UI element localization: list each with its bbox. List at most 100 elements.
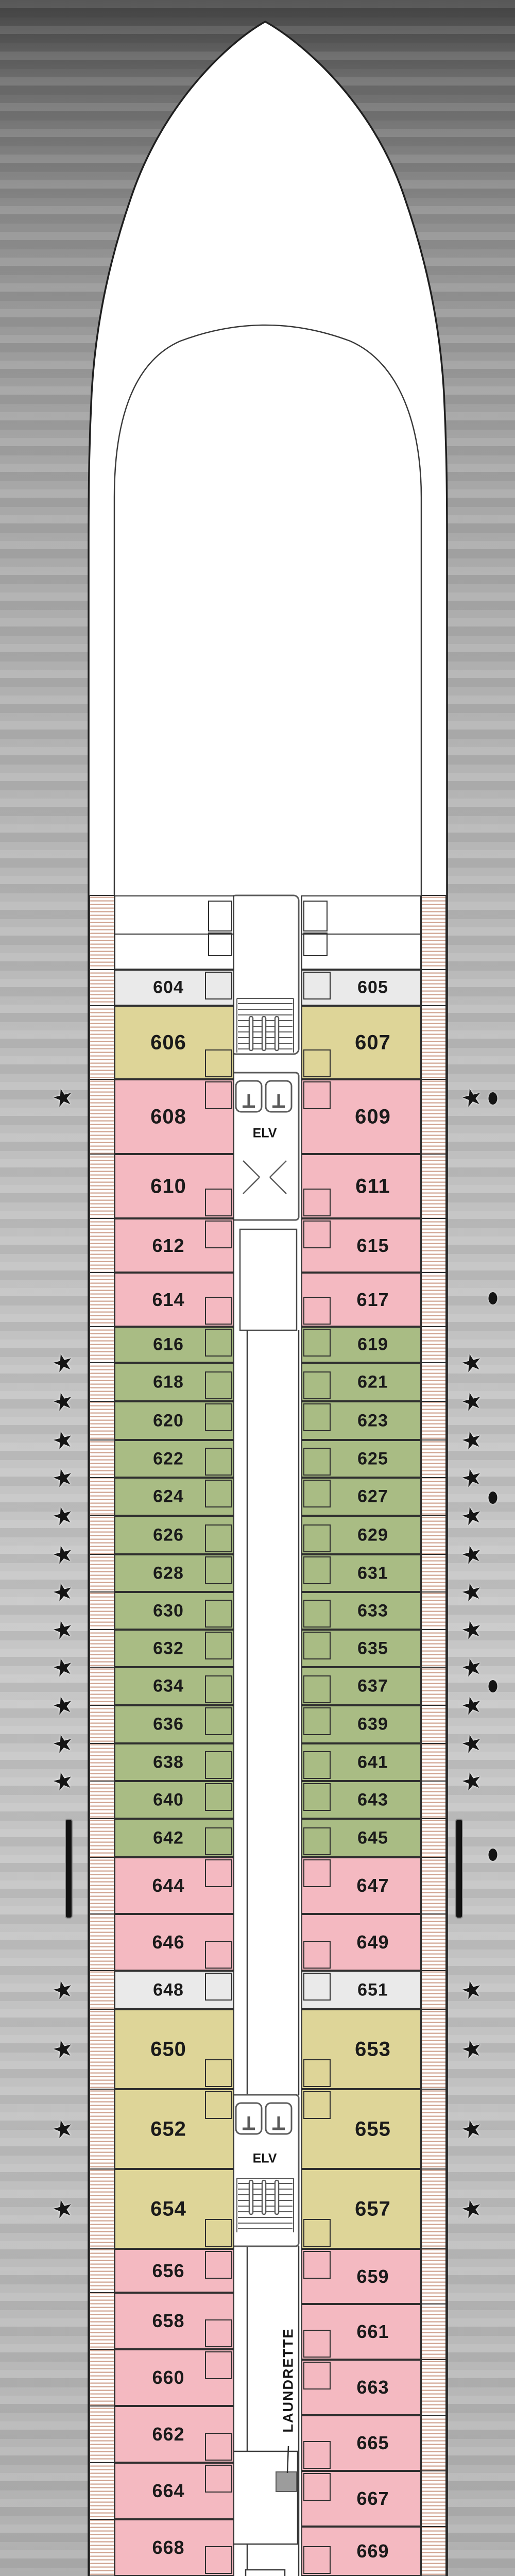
forward-room-starboard bbox=[301, 895, 421, 970]
dot-marker-icon bbox=[488, 1092, 497, 1105]
dot-marker-icon bbox=[488, 1492, 497, 1504]
dot-marker-icon bbox=[488, 1292, 497, 1304]
cabin-number: 627 bbox=[357, 1486, 388, 1506]
cabin-665: 665 bbox=[301, 2415, 421, 2471]
cabin-655: 655 bbox=[301, 2089, 421, 2169]
cabin-609: 609 bbox=[301, 1079, 421, 1154]
cabin-number: 608 bbox=[150, 1105, 186, 1128]
cabin-number: 643 bbox=[357, 1790, 388, 1809]
cabin-vestibule bbox=[205, 1827, 232, 1855]
cabin-vestibule bbox=[303, 2362, 331, 2389]
cabin-636: 636 bbox=[114, 1705, 234, 1743]
cabin-vestibule bbox=[205, 1941, 232, 1969]
cabin-number: 662 bbox=[152, 2424, 185, 2445]
cabin-vestibule bbox=[303, 1600, 331, 1628]
cabin-number: 604 bbox=[153, 977, 184, 997]
cabin-vestibule bbox=[205, 2351, 232, 2379]
cabin-615: 615 bbox=[301, 1218, 421, 1273]
cabin-vestibule bbox=[205, 2465, 232, 2493]
cabin-vestibule bbox=[205, 1600, 232, 1628]
cabin-vestibule bbox=[303, 1448, 331, 1476]
dot-marker-icon bbox=[488, 1849, 497, 1861]
cabin-number: 631 bbox=[357, 1563, 388, 1583]
cabin-631: 631 bbox=[301, 1554, 421, 1592]
cabin-number: 622 bbox=[153, 1449, 184, 1468]
cabin-vestibule bbox=[303, 1973, 331, 2001]
cabin-vestibule bbox=[303, 2441, 331, 2469]
cabin-648: 648 bbox=[114, 1971, 234, 2009]
cabin-vestibule bbox=[205, 1556, 232, 1584]
cabin-number: 632 bbox=[153, 1638, 184, 1658]
cabin-vestibule bbox=[205, 1371, 232, 1399]
cabin-number: 659 bbox=[356, 2265, 389, 2287]
cabin-659: 659 bbox=[301, 2249, 421, 2304]
cabin-669: 669 bbox=[301, 2527, 421, 2576]
cabin-635: 635 bbox=[301, 1630, 421, 1667]
cabin-658: 658 bbox=[114, 2293, 234, 2349]
cabin-647: 647 bbox=[301, 1857, 421, 1914]
cabin-vestibule bbox=[303, 972, 331, 999]
cabin-vestibule bbox=[303, 2546, 331, 2574]
cabin-vestibule bbox=[303, 2219, 331, 2247]
bow-deck-outline bbox=[113, 324, 422, 896]
cabin-621: 621 bbox=[301, 1363, 421, 1401]
cabin-number: 634 bbox=[153, 1676, 184, 1696]
cabin-number: 647 bbox=[356, 1875, 389, 1896]
cabin-vestibule bbox=[205, 2546, 232, 2574]
cabin-614: 614 bbox=[114, 1273, 234, 1327]
cabin-number: 651 bbox=[357, 1980, 388, 1999]
cabin-643: 643 bbox=[301, 1781, 421, 1819]
cabin-number: 657 bbox=[355, 2197, 391, 2220]
cabin-vestibule bbox=[303, 1403, 331, 1431]
cabin-number: 607 bbox=[355, 1031, 391, 1054]
cabin-number: 633 bbox=[357, 1601, 388, 1620]
cabin-number: 624 bbox=[153, 1486, 184, 1506]
cabin-number: 626 bbox=[153, 1525, 184, 1545]
cabin-vestibule bbox=[205, 972, 232, 999]
lifeboat-bar bbox=[65, 1819, 73, 1919]
elevator-label-forward: ELV bbox=[252, 1126, 277, 1141]
cabin-vestibule bbox=[303, 1329, 331, 1357]
cabin-619: 619 bbox=[301, 1327, 421, 1363]
cabin-663: 663 bbox=[301, 2360, 421, 2415]
cabin-number: 618 bbox=[153, 1372, 184, 1392]
cabin-number: 640 bbox=[153, 1790, 184, 1809]
cabin-number: 616 bbox=[153, 1334, 184, 1354]
cabin-number: 619 bbox=[357, 1334, 388, 1354]
cabin-number: 629 bbox=[357, 1525, 388, 1545]
cabin-vestibule bbox=[205, 1675, 232, 1703]
cabin-number: 645 bbox=[357, 1828, 388, 1848]
cabin-653: 653 bbox=[301, 2009, 421, 2089]
cabin-vestibule bbox=[303, 1480, 331, 1507]
cabin-vestibule bbox=[205, 1524, 232, 1552]
cabin-number: 648 bbox=[153, 1980, 184, 1999]
cabin-number: 650 bbox=[150, 2038, 186, 2060]
cabin-662: 662 bbox=[114, 2406, 234, 2463]
cabin-number: 667 bbox=[356, 2488, 389, 2509]
cabin-number: 610 bbox=[150, 1175, 186, 1197]
cabin-622: 622 bbox=[114, 1440, 234, 1478]
cabin-vestibule bbox=[303, 2251, 331, 2279]
cabin-638: 638 bbox=[114, 1743, 234, 1781]
cabin-vestibule bbox=[303, 1827, 331, 1855]
lifeboat-bar bbox=[455, 1819, 463, 1919]
cabin-611: 611 bbox=[301, 1154, 421, 1218]
cabin-number: 654 bbox=[150, 2197, 186, 2220]
cabin-654: 654 bbox=[114, 2169, 234, 2249]
cabin-vestibule bbox=[303, 1675, 331, 1703]
cabin-vestibule bbox=[205, 2433, 232, 2461]
cabin-vestibule bbox=[205, 1403, 232, 1431]
cabin-629: 629 bbox=[301, 1516, 421, 1554]
cabin-vestibule bbox=[205, 1707, 232, 1735]
cabin-vestibule bbox=[303, 1221, 331, 1248]
cabin-number: 669 bbox=[356, 2540, 389, 2562]
cabin-642: 642 bbox=[114, 1819, 234, 1857]
cabin-number: 606 bbox=[150, 1031, 186, 1054]
dot-marker-icon bbox=[488, 1680, 497, 1692]
cabin-vestibule bbox=[303, 2059, 331, 2087]
cabin-661: 661 bbox=[301, 2304, 421, 2360]
cabin-623: 623 bbox=[301, 1401, 421, 1440]
cabin-vestibule bbox=[205, 1049, 232, 1077]
cabin-number: 625 bbox=[357, 1449, 388, 1468]
